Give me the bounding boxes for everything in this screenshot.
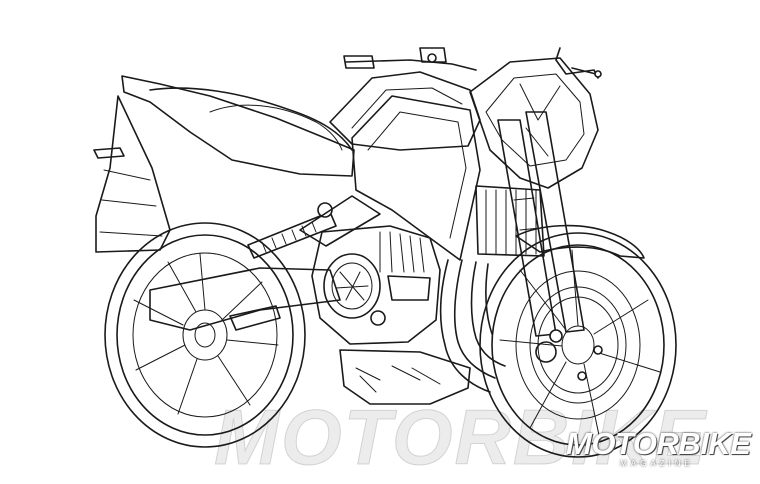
- front-wheel: [479, 232, 677, 458]
- front-brake-disc: [537, 296, 619, 394]
- front-fender: [515, 224, 645, 259]
- footpeg: [229, 305, 281, 331]
- brand-logo: MOTORBIKE MAGAZINE: [566, 426, 751, 469]
- swingarm: [149, 267, 341, 331]
- watermark-text: MOTORBIKE: [213, 393, 708, 481]
- exhaust-pipes: [439, 259, 506, 393]
- headlight-fairing: [469, 57, 599, 189]
- engine: [311, 225, 441, 345]
- handlebars: [343, 47, 602, 78]
- logo-main-text: MOTORBIKE: [566, 426, 751, 461]
- logo-sub-text: MAGAZINE: [620, 459, 694, 468]
- belly-pan: [339, 349, 471, 405]
- seat-and-tail: [93, 75, 355, 253]
- rear-wheel: [104, 222, 306, 448]
- rear-shock: [247, 202, 337, 259]
- front-forks: [497, 111, 585, 337]
- frame-side-panel: [351, 95, 481, 261]
